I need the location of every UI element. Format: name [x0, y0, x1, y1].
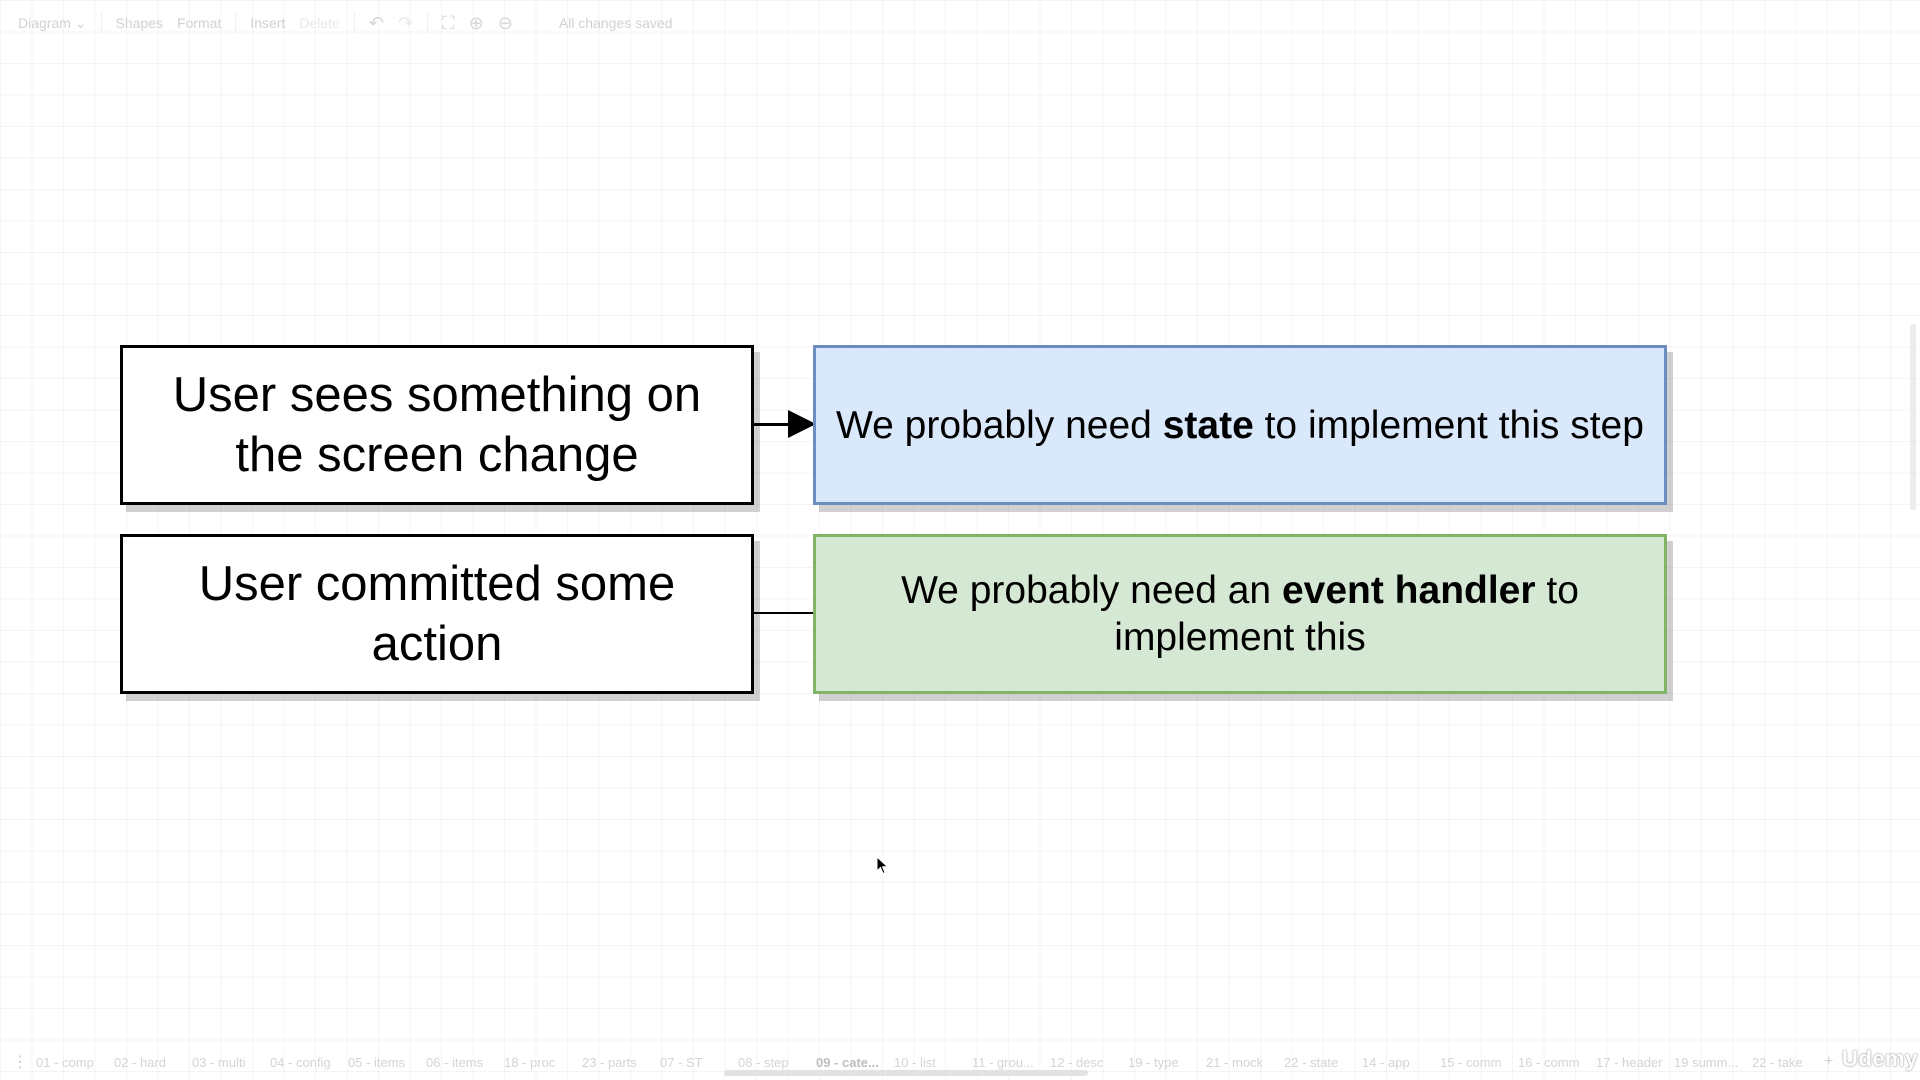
- state-box-text: We probably need state to implement this…: [836, 403, 1644, 447]
- page-tab[interactable]: 16 - comm: [1518, 1054, 1580, 1070]
- redo-icon[interactable]: ↷: [397, 12, 414, 33]
- line-connector[interactable]: [754, 612, 814, 614]
- toolbar-divider: [353, 12, 355, 34]
- page-tab[interactable]: 14 - app: [1362, 1054, 1410, 1070]
- page-tab[interactable]: 05 - items: [348, 1054, 406, 1070]
- page-tab[interactable]: 03 - multi: [192, 1054, 246, 1070]
- user-committed-action-text: User committed some action: [198, 557, 676, 671]
- page-tab[interactable]: 02 - hard: [114, 1054, 167, 1070]
- fullscreen-icon[interactable]: ⛶: [442, 12, 455, 33]
- arrowhead: [788, 410, 816, 438]
- delete-button[interactable]: Delete: [299, 15, 340, 31]
- page-tab[interactable]: 04 - config: [270, 1054, 331, 1070]
- format-button[interactable]: Format: [177, 15, 222, 31]
- page-tab[interactable]: 12 - desc: [1050, 1054, 1104, 1070]
- event-handler-box-text: We probably need an event handler to imp…: [901, 569, 1579, 659]
- page-tab[interactable]: 06 - items: [426, 1054, 484, 1070]
- add-page-icon[interactable]: +: [1824, 1053, 1834, 1070]
- undo-icon[interactable]: ↶: [368, 12, 384, 33]
- user-committed-action-box[interactable]: User committed some action: [120, 534, 754, 694]
- page-tab[interactable]: 17 - header: [1596, 1054, 1663, 1070]
- user-sees-change-text: User sees something on the screen change: [172, 368, 702, 482]
- page-tab[interactable]: 22 - take: [1752, 1054, 1803, 1070]
- page-tab[interactable]: 01 - comp: [36, 1054, 94, 1070]
- page-tab[interactable]: 19 summ...: [1674, 1054, 1739, 1070]
- user-sees-change-box[interactable]: User sees something on the screen change: [120, 345, 754, 505]
- horizontal-scrollbar[interactable]: [724, 1070, 1088, 1076]
- page-tab[interactable]: 07 - ST: [660, 1054, 703, 1070]
- pages-menu-icon[interactable]: ⋮: [12, 1054, 28, 1071]
- page-tabs-bar: ⋮ 01 - comp 02 - hard 03 - multi 04 - co…: [0, 1048, 1920, 1076]
- insert-button[interactable]: Insert: [250, 15, 286, 31]
- page-tab-active[interactable]: 09 - cate...: [816, 1054, 879, 1070]
- page-tab[interactable]: 15 - comm: [1440, 1054, 1502, 1070]
- arrow-connector[interactable]: [754, 423, 814, 426]
- mouse-cursor-icon: [876, 856, 889, 875]
- toolbar-divider: [100, 12, 102, 34]
- toolbar: Diagram ⌄ Shapes Format Insert Delete ↶ …: [0, 0, 1920, 46]
- state-keyword: state: [1162, 403, 1254, 447]
- udemy-watermark: Udemy: [1842, 1046, 1918, 1071]
- toolbar-divider: [427, 12, 429, 34]
- page-tab[interactable]: 18 - proc: [504, 1054, 556, 1070]
- vertical-scrollbar[interactable]: [1910, 324, 1916, 510]
- zoom-in-icon[interactable]: ⊕: [468, 12, 484, 33]
- page-tab[interactable]: 21 - mock: [1206, 1054, 1264, 1070]
- page-tab[interactable]: 11 - grou...: [972, 1054, 1034, 1070]
- page-tab[interactable]: 08 - step: [738, 1054, 789, 1070]
- chevron-down-icon: ⌄: [74, 14, 87, 31]
- page-tab[interactable]: 19 - type: [1128, 1054, 1179, 1070]
- diagram-menu[interactable]: Diagram ⌄: [18, 14, 87, 31]
- shapes-button[interactable]: Shapes: [115, 15, 164, 31]
- save-status: All changes saved: [558, 15, 673, 31]
- page-tab[interactable]: 22 - state: [1284, 1054, 1339, 1070]
- page-tab[interactable]: 23 - parts: [582, 1054, 637, 1070]
- event-handler-box[interactable]: We probably need an event handler to imp…: [813, 534, 1667, 694]
- event-handler-keyword: event handler: [1281, 569, 1536, 612]
- zoom-out-icon[interactable]: ⊖: [497, 12, 513, 33]
- toolbar-divider: [235, 12, 237, 34]
- page-tab[interactable]: 10 - list: [894, 1054, 936, 1070]
- state-box[interactable]: We probably need state to implement this…: [813, 345, 1667, 505]
